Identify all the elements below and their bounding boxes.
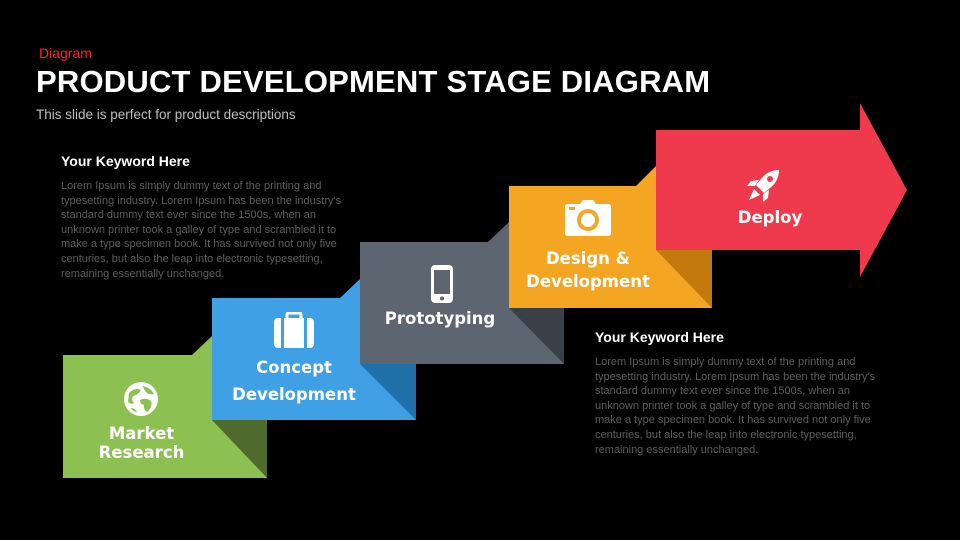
stage-2-fold-triangle [360,364,416,420]
page-title: PRODUCT DEVELOPMENT STAGE DIAGRAM [36,64,711,99]
connector-3 [488,222,509,242]
stage-5-arrow [656,103,907,277]
page-subtitle: This slide is perfect for product descri… [36,107,296,122]
stage-3-line1: Prototyping [384,309,496,328]
connector-4 [636,166,656,186]
stage-3-label: Prototyping [360,307,520,331]
rocket-icon [747,170,779,202]
briefcase-icon [274,312,314,348]
stage-3-fold-triangle [509,308,564,364]
connector-1 [192,336,212,355]
stage-1-line1: Market [108,424,175,443]
stage-4-line1: Design & [545,249,631,268]
stage-4-fold-triangle [656,250,712,308]
keyword-title-1: Your Keyword Here [61,153,190,169]
stage-5-line1: Deploy [737,208,803,227]
keyword-body-2: Lorem Ipsum is simply dummy text of the … [595,356,876,456]
keyword-body-1: Lorem Ipsum is simply dummy text of the … [61,180,342,280]
stage-5-label: Deploy [700,206,840,230]
connector-2 [340,279,360,298]
stage-2-label: Concept Development [212,354,376,408]
stage-1-fold-triangle [212,420,267,478]
stage-1-label: Market Research [63,422,220,465]
stage-4-line2: Development [526,272,650,291]
keyword-title-2: Your Keyword Here [595,329,724,345]
camera-icon [565,200,611,236]
smartphone-icon [431,265,453,303]
stage-2-line1: Concept [256,358,332,377]
stage-1-line2: Research [98,443,185,462]
stage-4-label: Design & Development [509,247,667,293]
globe-icon [124,382,158,416]
stage-2-line2: Development [232,385,356,404]
section-tag: Diagram [39,45,92,61]
